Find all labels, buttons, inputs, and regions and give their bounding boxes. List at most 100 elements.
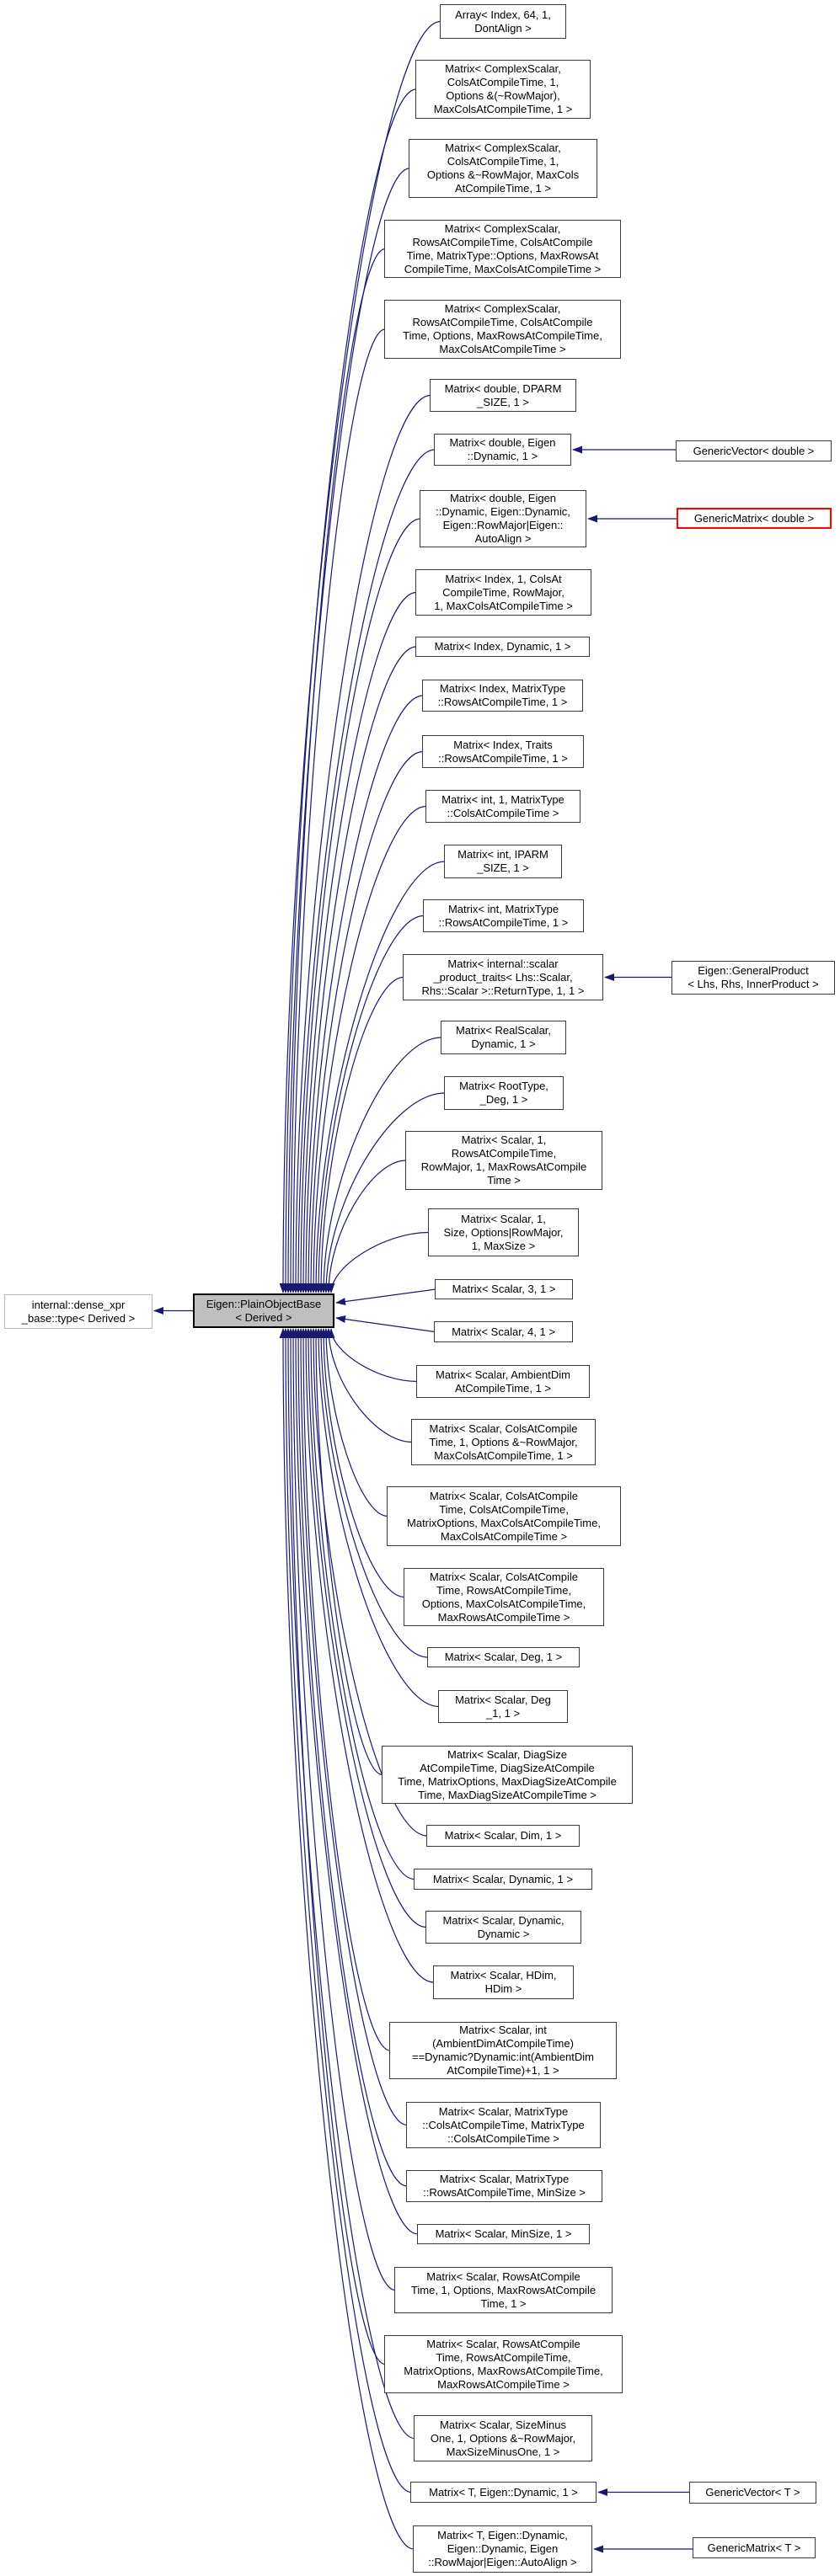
node-matrix-index-matrixtype-rows-1[interactable]: Matrix< Index, MatrixType::RowsAtCompile… xyxy=(422,680,583,712)
node-matrix-scalar-matrixtype-cols-cols[interactable]: Matrix< Scalar, MatrixType::ColsAtCompil… xyxy=(406,2102,601,2148)
node-matrix-t-dynamic-1[interactable]: Matrix< T, Eigen::Dynamic, 1 > xyxy=(410,2482,597,2503)
node-label-line: CompileTime, RowMajor, xyxy=(442,585,564,599)
node-matrix-index-traits-rows-1[interactable]: Matrix< Index, Traits::RowsAtCompileTime… xyxy=(422,735,584,768)
node-matrix-scalar-1-size-options-rowmajor[interactable]: Matrix< Scalar, 1,Size, Options|RowMajor… xyxy=(428,1208,579,1256)
node-matrix-roottype-deg-1[interactable]: Matrix< RootType,_Deg, 1 > xyxy=(444,1076,564,1110)
node-matrix-scalar-4-1[interactable]: Matrix< Scalar, 4, 1 > xyxy=(434,1321,573,1342)
inheritance-edge xyxy=(286,248,386,1293)
inheritance-edge xyxy=(307,750,424,1293)
node-label-line: MaxColsAtCompileTime, 1 > xyxy=(433,103,573,115)
inheritance-edge xyxy=(284,1328,415,2440)
node-matrix-int-iparm-size-1[interactable]: Matrix< int, IPARM_SIZE, 1 > xyxy=(444,845,562,878)
node-genericvector-t[interactable]: GenericVector< T > xyxy=(689,2482,816,2504)
node-matrix-t-dynamic-dynamic[interactable]: Matrix< T, Eigen::Dynamic,Eigen::Dynamic… xyxy=(413,2525,592,2573)
inheritance-edge xyxy=(314,1328,440,1708)
node-matrix-scalar-deg1-1[interactable]: Matrix< Scalar, Deg_1, 1 > xyxy=(438,1690,568,1723)
node-label-line: Eigen::RowMajor|Eigen:: xyxy=(442,519,564,531)
node-genericmatrix-t[interactable]: GenericMatrix< T > xyxy=(693,2537,816,2558)
node-label-line: Eigen::GeneralProduct xyxy=(698,964,809,977)
node-label-line: Time, 1, Options, MaxRowsAtCompile xyxy=(410,2283,597,2296)
node-matrix-double-dynamic-1[interactable]: Matrix< double, Eigen::Dynamic, 1 > xyxy=(434,434,571,466)
node-label-line: Matrix< Scalar, int xyxy=(459,2024,547,2036)
node-label-line: Matrix< ComplexScalar, xyxy=(445,141,561,154)
node-matrix-double-dparm-size-1[interactable]: Matrix< double, DPARM_SIZE, 1 > xyxy=(430,379,576,412)
node-matrix-scalar-3-1[interactable]: Matrix< Scalar, 3, 1 > xyxy=(435,1279,573,1299)
node-label-line: Size, Options|RowMajor, xyxy=(443,1225,564,1239)
node-genericvector-double[interactable]: GenericVector< double > xyxy=(676,440,832,461)
inheritance-edge xyxy=(299,1328,391,2051)
node-matrix-complexscalar-rows-cols-matrixtype-options[interactable]: Matrix< ComplexScalar,RowsAtCompileTime,… xyxy=(384,220,621,278)
node-label-line: Options, MaxColsAtCompileTime, xyxy=(421,1597,586,1610)
node-label-line: internal::dense_xpr xyxy=(31,1298,126,1311)
node-matrix-complexscalar-cols-1-options-paren-rowmajor[interactable]: Matrix< ComplexScalar,ColsAtCompileTime,… xyxy=(415,60,591,119)
node-label-line: ==Dynamic?Dynamic:int(AmbientDim xyxy=(411,2051,594,2063)
node-label-line: ColsAtCompileTime, 1, xyxy=(447,76,559,88)
node-label-line: Matrix< Scalar, 4, 1 > xyxy=(452,1325,555,1338)
node-label-line: _SIZE, 1 > xyxy=(477,861,529,874)
node-label-line: _1, 1 > xyxy=(485,1706,521,1720)
node-matrix-complexscalar-cols-1-options-rowmajor-maxcols[interactable]: Matrix< ComplexScalar,ColsAtCompileTime,… xyxy=(409,139,597,198)
node-matrix-scalar-int-ambientdim[interactable]: Matrix< Scalar, int(AmbientDimAtCompileT… xyxy=(389,2022,617,2079)
node-label-line: Matrix< double, DPARM xyxy=(444,381,562,395)
node-label-line: Eigen::PlainObjectBase xyxy=(206,1297,322,1310)
node-matrix-realscalar-dynamic-1[interactable]: Matrix< RealScalar,Dynamic, 1 > xyxy=(441,1021,566,1054)
node-label-line: ::Dynamic, Eigen::Dynamic, xyxy=(436,505,570,518)
inheritance-edge xyxy=(289,1328,396,2291)
node-matrix-index-dynamic-1[interactable]: Matrix< Index, Dynamic, 1 > xyxy=(415,637,590,657)
node-label-line: GenericMatrix< T > xyxy=(707,2541,801,2554)
node-label-line: Options &~RowMajor, MaxCols xyxy=(426,168,580,181)
node-label-line: Matrix< Scalar, RowsAtCompile xyxy=(426,2337,581,2350)
node-label-line: Matrix< RealScalar, xyxy=(455,1024,552,1037)
node-label-line: ::ColsAtCompileTime, MatrixType xyxy=(422,2118,585,2131)
inheritance-edge xyxy=(327,1231,430,1293)
node-matrix-scalar-hdim-hdim[interactable]: Matrix< Scalar, HDim,HDim > xyxy=(433,1965,574,1999)
node-label-line: Matrix< Scalar, ColsAtCompile xyxy=(430,1570,578,1583)
node-label-line: Time, MaxDiagSizeAtCompileTime > xyxy=(418,1788,597,1801)
node-label-line: ::RowsAtCompileTime, 1 > xyxy=(438,915,569,929)
node-matrix-int-matrixtype-rows-1[interactable]: Matrix< int, MatrixType::RowsAtCompileTi… xyxy=(423,899,584,932)
node-label-line: Matrix< Index, 1, ColsAt xyxy=(445,572,562,585)
node-matrix-scalar-minsize-1[interactable]: Matrix< Scalar, MinSize, 1 > xyxy=(417,2224,590,2244)
node-label-line: Matrix< Scalar, MinSize, 1 > xyxy=(435,2227,572,2240)
node-matrix-double-dynamic-dynamic[interactable]: Matrix< double, Eigen::Dynamic, Eigen::D… xyxy=(420,490,586,547)
node-label-line: RowsAtCompileTime, xyxy=(451,1147,557,1160)
node-label-line: MaxColsAtCompileTime > xyxy=(439,343,566,355)
node-matrix-scalar-deg-1[interactable]: Matrix< Scalar, Deg, 1 > xyxy=(427,1647,580,1667)
node-label-line: Matrix< Scalar, AmbientDim xyxy=(435,1368,571,1381)
node-label-line: Matrix< Scalar, Dynamic, 1 > xyxy=(432,1872,574,1885)
node-matrix-internal-scalar-product-traits[interactable]: Matrix< internal::scalar_product_traits<… xyxy=(403,954,603,1000)
node-label-line: MatrixOptions, MaxColsAtCompileTime, xyxy=(407,1516,601,1529)
inheritance-edge xyxy=(297,1328,408,2126)
node-label-line: AtCompileTime, 1 > xyxy=(454,1381,552,1395)
node-label-line: Matrix< Scalar, 1, xyxy=(461,1212,546,1225)
inheritance-edge xyxy=(294,1328,408,2187)
node-eigen-generalproduct-inner[interactable]: Eigen::GeneralProduct< Lhs, Rhs, InnerPr… xyxy=(671,961,835,995)
inheritance-edge xyxy=(307,1328,415,1880)
node-matrix-scalar-dim-1[interactable]: Matrix< Scalar, Dim, 1 > xyxy=(426,1825,580,1847)
node-label-line: Dynamic, 1 > xyxy=(471,1037,536,1050)
node-eigen-plainobjectbase[interactable]: Eigen::PlainObjectBase< Derived > xyxy=(193,1293,334,1328)
node-label-line: Matrix< RootType, xyxy=(459,1080,548,1092)
node-matrix-int-1-matrixtype-cols[interactable]: Matrix< int, 1, MatrixType::ColsAtCompil… xyxy=(425,790,581,823)
node-matrix-complexscalar-rows-cols-options[interactable]: Matrix< ComplexScalar,RowsAtCompileTime,… xyxy=(384,300,621,359)
node-genericmatrix-double[interactable]: GenericMatrix< double > xyxy=(677,508,832,529)
inheritance-edge xyxy=(327,1328,418,1383)
node-matrix-scalar-matrixtype-rows-minsize[interactable]: Matrix< Scalar, MatrixType::RowsAtCompil… xyxy=(406,2170,602,2202)
node-label-line: DontAlign > xyxy=(474,21,532,35)
node-array-index-64-1-dontalign[interactable]: Array< Index, 64, 1,DontAlign > xyxy=(440,4,566,39)
node-matrix-scalar-dynamic-dynamic[interactable]: Matrix< Scalar, Dynamic,Dynamic > xyxy=(425,1911,581,1944)
node-label-line: Rhs::Scalar >::ReturnType, 1, 1 > xyxy=(421,984,585,997)
inheritance-edge xyxy=(294,449,436,1293)
node-matrix-scalar-1-rows-rowmajor[interactable]: Matrix< Scalar, 1,RowsAtCompileTime,RowM… xyxy=(405,1131,602,1190)
node-matrix-scalar-dynamic-1[interactable]: Matrix< Scalar, Dynamic, 1 > xyxy=(414,1869,592,1890)
node-label-line: Matrix< Scalar, MatrixType xyxy=(439,2173,570,2185)
